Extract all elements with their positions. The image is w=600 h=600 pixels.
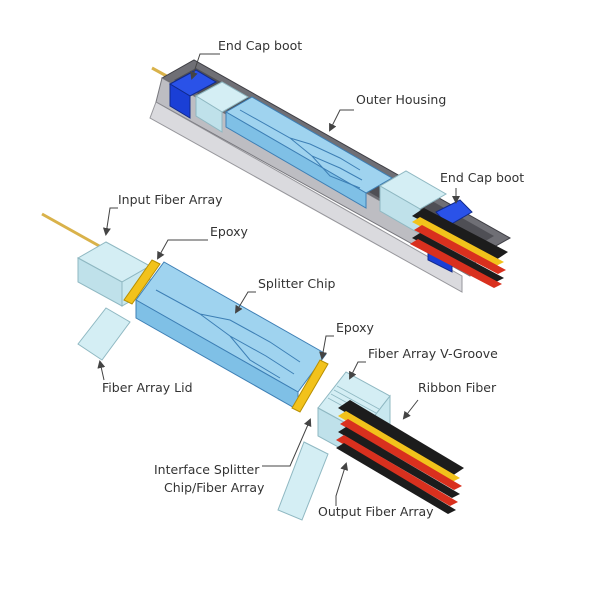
arrow-icon (335, 462, 349, 506)
arrow-icon (97, 360, 106, 381)
label-end-cap-boot-right: End Cap boot (440, 170, 524, 185)
arrow-icon (402, 399, 419, 420)
waveguide (155, 289, 301, 379)
output-fiber-array-lid (277, 441, 329, 521)
outer-housing-front (149, 101, 463, 293)
arrow-icon (349, 361, 366, 380)
assembled-module (149, 59, 512, 293)
label-ribbon-fiber: Ribbon Fiber (418, 380, 497, 395)
label-epoxy-right: Epoxy (336, 320, 374, 335)
epoxy-right (291, 359, 329, 413)
fiber-array-lid (77, 307, 131, 361)
label-fiber-array-lid: Fiber Array Lid (102, 380, 193, 395)
arrow-icon (234, 291, 256, 314)
label-output-fiber-array: Output Fiber Array (318, 504, 434, 519)
label-outer-housing: Outer Housing (356, 92, 446, 107)
arrow-icon (102, 207, 118, 236)
arrow-icon (319, 335, 334, 360)
arrow-icon (262, 418, 312, 467)
ribbon-fiber-top (410, 208, 508, 288)
exploded-view (41, 212, 464, 521)
label-end-cap-boot-top: End Cap boot (218, 38, 302, 53)
label-interface-line2: Chip/Fiber Array (164, 480, 265, 495)
epoxy-left (123, 259, 161, 305)
label-interface-line1: Interface Splitter (154, 462, 260, 477)
label-epoxy-left: Epoxy (210, 224, 248, 239)
label-splitter-chip: Splitter Chip (258, 276, 336, 291)
waveguide-housed (239, 109, 363, 189)
arrow-icon (329, 109, 354, 132)
ribbon-fiber (336, 400, 464, 514)
arrow-icon (157, 239, 208, 260)
label-input-fiber-array: Input Fiber Array (118, 192, 223, 207)
annotations: End Cap boot Outer Housing End Cap boot … (97, 38, 524, 519)
splitter-chip-front-housed (225, 111, 367, 209)
label-fiber-array-v-groove: Fiber Array V-Groove (368, 346, 498, 361)
end-cap-boot-left-front (169, 83, 191, 119)
fiber-array-left-front (195, 95, 223, 133)
arrow-icon (190, 53, 220, 80)
